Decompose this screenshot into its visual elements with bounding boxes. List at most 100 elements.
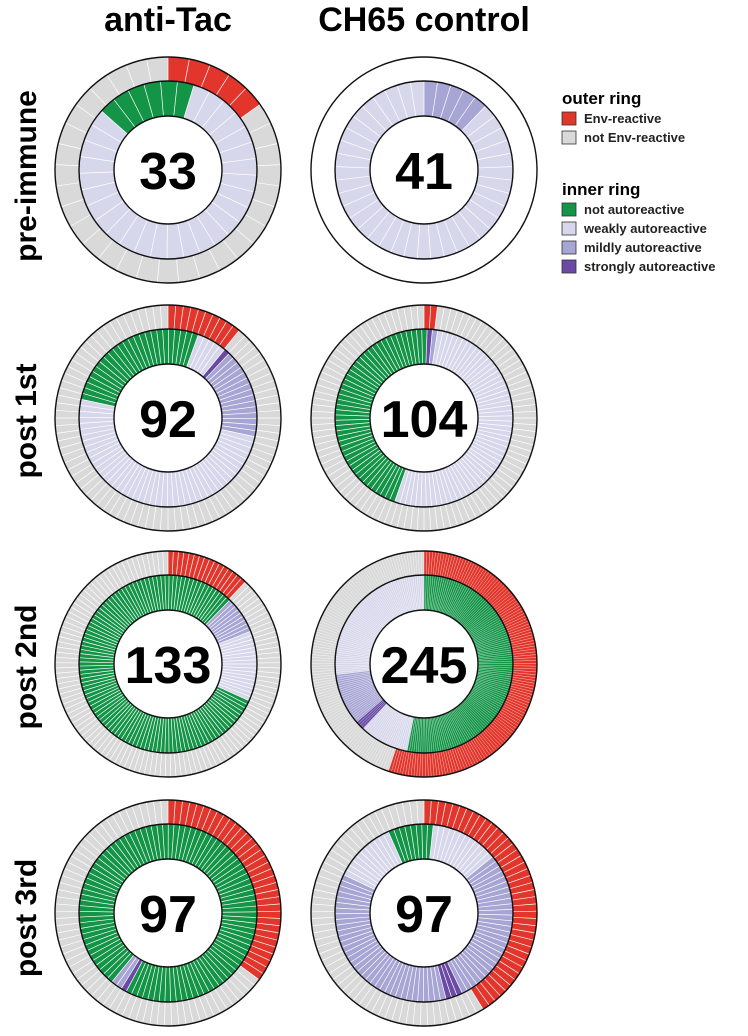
inner-ring-divider xyxy=(343,686,375,702)
inner-ring-divider xyxy=(476,891,511,901)
outer-ring-divider xyxy=(179,306,184,330)
inner-ring-divider xyxy=(477,419,513,422)
inner-ring-divider xyxy=(183,84,195,119)
inner-ring-divider xyxy=(430,717,435,753)
inner-ring-divider xyxy=(210,696,239,719)
outer-ring-divider xyxy=(320,454,343,465)
outer-ring-divider xyxy=(96,486,113,506)
inner-ring-divider xyxy=(95,944,125,966)
outer-ring-divider xyxy=(96,981,113,1002)
outer-ring-divider xyxy=(160,800,163,825)
inner-ring-divider xyxy=(433,576,441,611)
inner-ring-divider xyxy=(468,613,498,634)
outer-ring-divider xyxy=(173,305,177,330)
inner-ring-divider xyxy=(80,648,115,656)
inner-ring-divider xyxy=(397,715,409,750)
inner-ring-divider xyxy=(380,586,398,618)
outer-ring-divider xyxy=(144,307,151,331)
row-label-post-2nd: post 2nd xyxy=(10,605,43,730)
inner-ring-divider xyxy=(335,656,371,660)
inner-ring-divider xyxy=(363,598,388,625)
inner-ring-divider xyxy=(436,826,446,861)
outer-ring-divider xyxy=(313,640,338,646)
inner-ring-divider xyxy=(447,466,463,499)
outer-ring-divider xyxy=(324,115,346,128)
inner-ring-divider xyxy=(220,182,255,193)
inner-ring-divider xyxy=(192,711,210,743)
inner-ring-divider xyxy=(213,692,244,713)
inner-ring-divider xyxy=(221,421,257,426)
outer-ring-divider xyxy=(327,359,349,373)
outer-ring-divider xyxy=(435,551,439,576)
inner-ring-divider xyxy=(379,710,398,742)
inner-ring-divider xyxy=(459,596,483,624)
inner-ring-divider xyxy=(404,716,413,751)
outer-ring-divider xyxy=(430,551,433,576)
outer-ring-divider xyxy=(369,742,382,764)
outer-ring-divider xyxy=(246,611,269,623)
outer-ring-divider xyxy=(99,822,115,843)
inner-ring-divider xyxy=(357,604,384,629)
outer-ring-divider xyxy=(193,998,201,1022)
inner-ring-divider xyxy=(214,867,245,886)
column-header-anti-tac: anti-Tac xyxy=(104,1,232,39)
inner-ring-divider xyxy=(217,685,250,702)
outer-ring-divider xyxy=(460,994,471,1017)
outer-ring-divider xyxy=(484,728,502,747)
inner-ring-divider xyxy=(105,208,131,234)
inner-ring-divider xyxy=(382,833,400,866)
inner-ring-divider xyxy=(335,425,371,432)
inner-ring-divider xyxy=(120,958,140,989)
inner-ring-divider xyxy=(162,824,166,860)
inner-ring-divider xyxy=(143,578,154,613)
outer-ring-divider xyxy=(89,87,107,106)
inner-ring-divider xyxy=(358,603,385,628)
outer-ring-divider xyxy=(71,358,93,373)
outer-ring-divider xyxy=(460,499,471,522)
outer-ring-divider xyxy=(431,752,435,777)
outer-ring-divider xyxy=(498,602,520,617)
inner-ring-divider xyxy=(469,369,500,390)
outer-ring-divider xyxy=(347,580,364,599)
inner-ring-divider xyxy=(131,962,147,995)
donut-total-label: 245 xyxy=(381,637,468,695)
outer-ring-divider xyxy=(124,808,135,831)
inner-ring-divider xyxy=(466,115,495,138)
inner-ring-divider xyxy=(219,929,253,941)
inner-ring-divider xyxy=(460,847,486,874)
inner-ring-divider xyxy=(123,835,142,867)
inner-ring-divider xyxy=(208,698,236,723)
outer-ring-divider xyxy=(460,745,471,768)
inner-ring-weakly-autoreactive xyxy=(343,831,403,890)
inner-ring-divider xyxy=(361,599,387,626)
outer-ring-divider xyxy=(142,999,149,1024)
inner-ring-divider xyxy=(82,393,117,404)
outer-ring-divider xyxy=(219,985,234,1006)
inner-ring-divider xyxy=(81,181,116,191)
inner-ring-divider xyxy=(455,956,478,985)
outer-ring-divider xyxy=(325,607,347,620)
outer-ring-divider xyxy=(401,802,408,826)
inner-ring-divider xyxy=(443,714,457,747)
outer-ring-divider xyxy=(240,352,261,367)
inner-ring-divider xyxy=(346,869,378,887)
outer-ring-divider xyxy=(185,307,192,331)
legend-swatch-env-reactive xyxy=(561,111,577,126)
inner-ring-divider xyxy=(463,357,490,382)
outer-ring-divider xyxy=(67,611,90,623)
inner-ring-divider xyxy=(117,708,138,738)
outer-ring-divider xyxy=(311,660,336,662)
inner-ring-divider xyxy=(431,717,437,753)
outer-ring-divider xyxy=(97,239,114,260)
outer-ring-divider xyxy=(173,506,177,531)
outer-ring-divider xyxy=(255,928,280,934)
outer-ring-divider xyxy=(341,974,360,992)
outer-ring-divider xyxy=(490,476,509,494)
inner-ring-divider xyxy=(355,606,383,630)
inner-ring-divider xyxy=(340,139,374,153)
outer-ring-divider xyxy=(108,493,123,515)
outer-ring-divider xyxy=(497,353,518,368)
inner-ring-divider xyxy=(460,457,485,484)
inner-ring-divider xyxy=(342,685,375,700)
